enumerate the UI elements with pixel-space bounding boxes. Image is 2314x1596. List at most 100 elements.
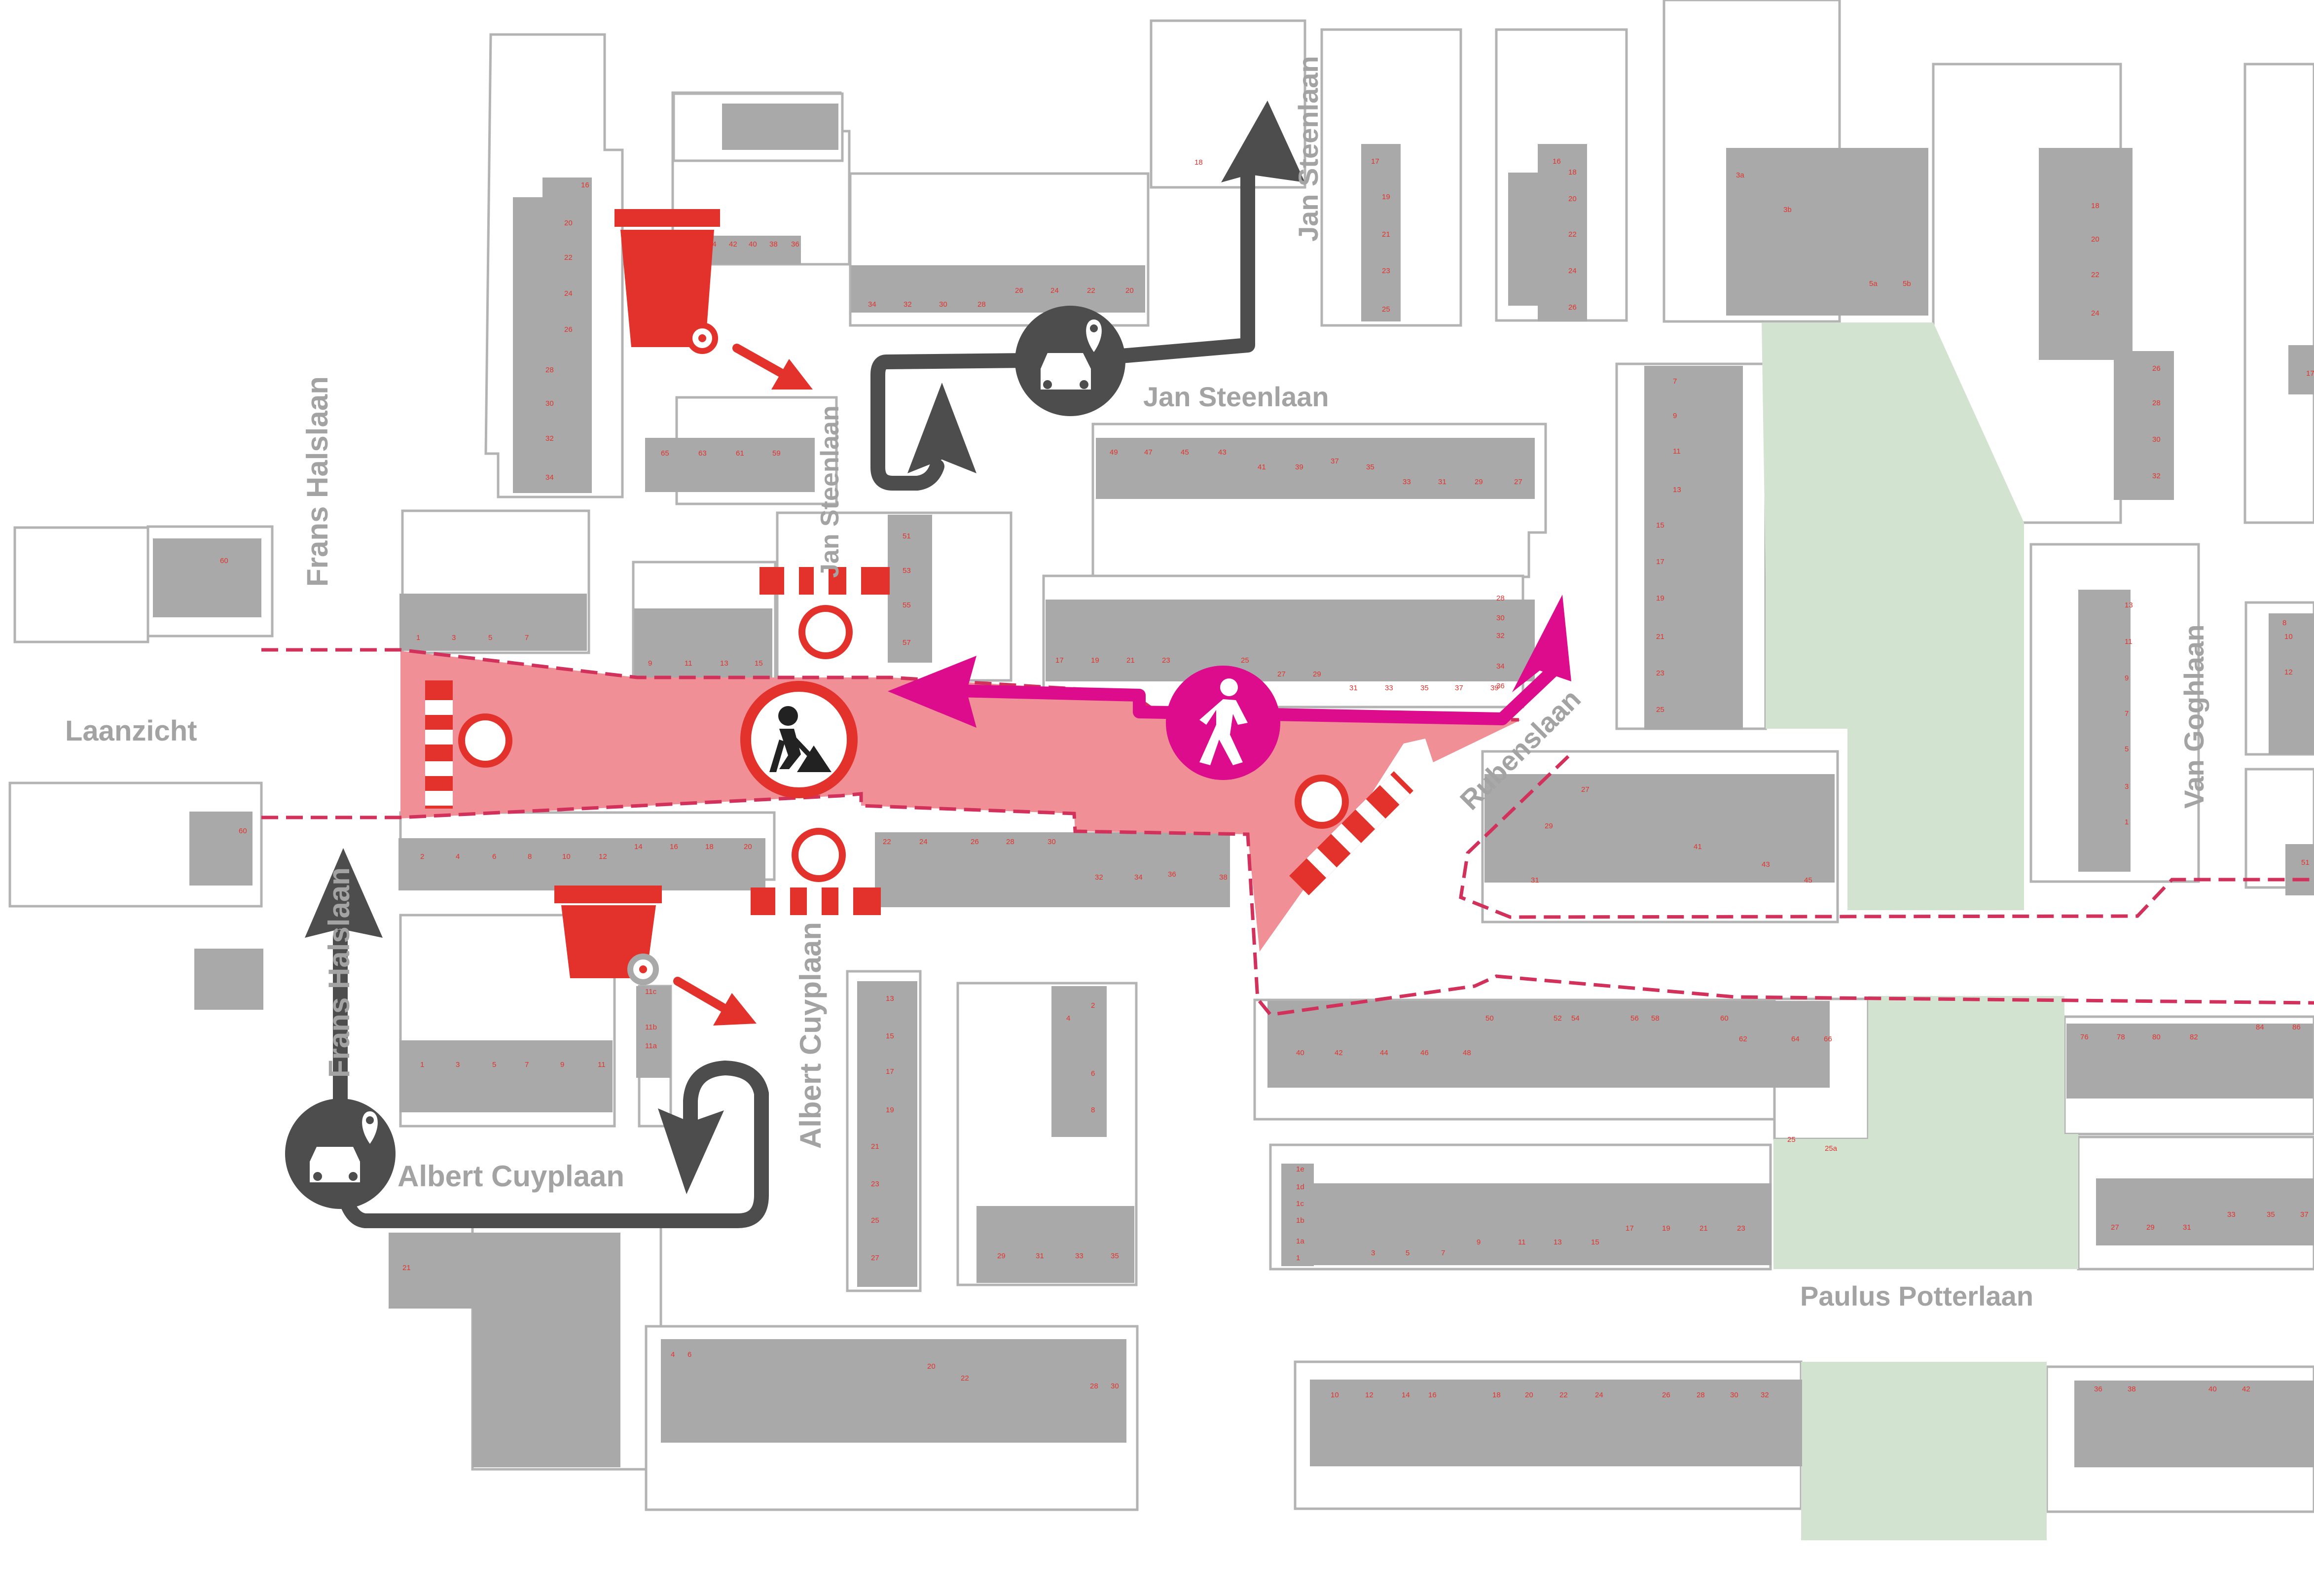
house-number: 28 — [1006, 838, 1014, 846]
house-number: 45 — [1804, 876, 1812, 885]
house-number: 17 — [1371, 157, 1379, 166]
house-number: 32 — [545, 434, 554, 443]
house-numbers: 1620222426283032344644424038363432302826… — [220, 157, 2314, 1399]
house-number: 19 — [886, 1106, 894, 1114]
house-number: 7 — [525, 634, 529, 642]
house-number: 32 — [904, 300, 912, 309]
street-label-laanzicht: Laanzicht — [65, 715, 197, 747]
street-label-albert-cuyplaan-horizontal: Albert Cuyplaan — [398, 1160, 624, 1193]
house-number: 61 — [736, 449, 744, 458]
house-number: 29 — [1313, 670, 1321, 678]
house-number: 30 — [545, 399, 554, 408]
house-number: 1 — [416, 634, 420, 642]
house-number: 36 — [1168, 870, 1176, 879]
house-number: 28 — [977, 300, 986, 309]
house-number: 24 — [1568, 267, 1577, 275]
house-number: 25 — [1787, 1135, 1796, 1144]
house-number: 86 — [2292, 1023, 2301, 1031]
house-number: 38 — [2128, 1385, 2136, 1393]
house-number: 25 — [1382, 305, 1390, 314]
house-number: 28 — [1697, 1391, 1705, 1399]
street-label-jan-steenlaan-horizontal: Jan Steenlaan — [1143, 381, 1329, 412]
house-number: 24 — [919, 838, 928, 846]
house-number: 15 — [886, 1032, 894, 1040]
house-number: 28 — [1496, 594, 1505, 603]
house-number: 15 — [1656, 521, 1664, 530]
house-number: 44 — [1380, 1049, 1388, 1057]
house-number: 8 — [1091, 1106, 1095, 1114]
house-number: 84 — [2256, 1023, 2264, 1031]
parks — [1762, 322, 2078, 1540]
house-number: 21 — [1126, 656, 1135, 665]
house-number: 27 — [871, 1254, 879, 1262]
house-number: 33 — [2227, 1210, 2236, 1219]
house-number: 31 — [2183, 1223, 2191, 1232]
house-number: 26 — [1568, 303, 1577, 312]
house-number: 23 — [871, 1180, 879, 1188]
house-number: 16 — [1428, 1391, 1437, 1399]
house-number: 16 — [670, 843, 678, 851]
house-number: 11a — [645, 1042, 657, 1050]
house-number: 34 — [1134, 873, 1143, 882]
house-number: 8 — [2282, 619, 2286, 627]
house-number: 17 — [2306, 369, 2314, 378]
street-label-albert-cuyplaan-vertical: Albert Cuyplaan — [794, 922, 827, 1149]
house-number: 16 — [581, 181, 589, 189]
house-number: 29 — [1545, 822, 1553, 830]
house-number: 38 — [769, 240, 778, 248]
house-number: 1e — [1296, 1165, 1304, 1173]
house-number: 37 — [1455, 684, 1463, 692]
house-number: 35 — [1420, 684, 1429, 692]
house-number: 24 — [2091, 309, 2099, 318]
street-label-paulus-potterlaan: Paulus Potterlaan — [1800, 1280, 2033, 1312]
house-number: 25a — [1825, 1144, 1838, 1153]
house-number: 18 — [705, 843, 714, 851]
house-number: 4 — [671, 1350, 675, 1359]
car-location-icon — [285, 1099, 396, 1209]
no-vehicles-icon — [792, 828, 846, 882]
house-number: 32 — [1496, 632, 1505, 640]
no-entry-signs — [458, 605, 1349, 882]
house-number: 40 — [749, 240, 757, 248]
house-number: 24 — [1050, 286, 1059, 295]
house-number: 23 — [1162, 656, 1170, 665]
street-label-van-goghlaan: Van Goghlaan — [2178, 625, 2209, 809]
house-number: 21 — [1699, 1224, 1708, 1233]
house-number: 5a — [1869, 280, 1878, 288]
house-number: 12 — [599, 852, 607, 861]
house-number: 34 — [868, 300, 876, 309]
house-number: 39 — [1490, 684, 1499, 692]
house-number: 30 — [1111, 1382, 1119, 1390]
house-number: 8 — [528, 852, 532, 861]
house-number: 5 — [492, 1061, 496, 1069]
house-number: 29 — [2146, 1223, 2155, 1232]
house-number: 30 — [939, 300, 947, 309]
house-number: 22 — [1568, 230, 1577, 239]
house-number: 28 — [545, 366, 554, 374]
house-number: 30 — [1496, 614, 1505, 622]
house-number: 27 — [1277, 670, 1286, 678]
pedestrian-route — [888, 595, 1571, 780]
house-number: 36 — [791, 240, 799, 248]
street-label-frans-halslaan-north: Frans Halslaan — [301, 376, 334, 587]
no-vehicles-icon — [458, 713, 512, 768]
house-number: 31 — [1349, 684, 1358, 692]
house-number: 6 — [1091, 1069, 1095, 1078]
house-number: 7 — [1441, 1249, 1445, 1257]
barrier-icon — [1289, 771, 1413, 895]
house-number: 22 — [2091, 271, 2099, 279]
house-number: 17 — [1055, 656, 1064, 665]
barrier-icon — [425, 680, 453, 809]
waste-bin-icon — [615, 209, 813, 390]
house-number: 7 — [2125, 709, 2129, 718]
house-number: 53 — [903, 567, 911, 575]
house-number: 80 — [2152, 1033, 2161, 1041]
barriers — [425, 567, 1413, 915]
house-number: 31 — [1531, 876, 1539, 885]
house-number: 13 — [2125, 601, 2133, 609]
no-vehicles-icon — [1295, 775, 1349, 829]
house-number: 22 — [961, 1374, 969, 1383]
house-number: 64 — [1791, 1035, 1800, 1043]
house-number: 37 — [2300, 1210, 2309, 1219]
house-number: 12 — [2284, 668, 2293, 676]
